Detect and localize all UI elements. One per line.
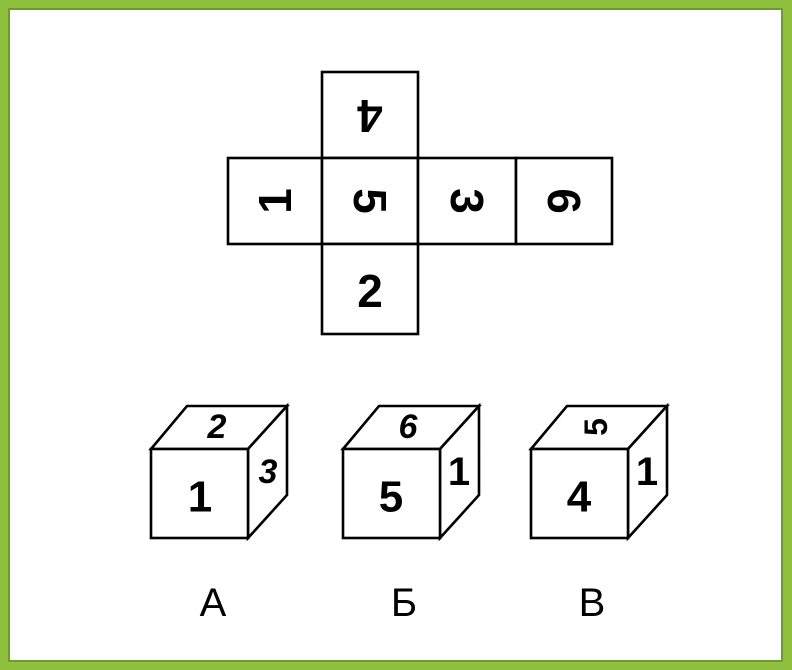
net-number-far-right: 6 (538, 188, 590, 214)
option-b-front-number: 5 (379, 473, 403, 522)
option-c-cube: 5 1 4 (531, 406, 667, 538)
option-c-label: В (579, 581, 606, 625)
option-b-label: Б (391, 581, 417, 625)
option-c-side-number: 1 (636, 450, 658, 494)
option-b-side-number: 1 (448, 450, 470, 494)
cube-puzzle-canvas: 4 1 5 3 6 2 2 3 1 А 6 1 5 Б (10, 10, 783, 662)
option-b-cube: 6 1 5 (343, 406, 479, 538)
puzzle-frame: 4 1 5 3 6 2 2 3 1 А 6 1 5 Б (8, 8, 783, 662)
net-number-bottom: 2 (357, 265, 383, 317)
net-number-right: 3 (441, 188, 493, 214)
option-a-side-number: 3 (259, 453, 278, 491)
option-b-top-number: 6 (399, 408, 419, 446)
option-c-front-number: 4 (567, 473, 592, 522)
net-number-left: 1 (249, 188, 301, 214)
option-a-top-number: 2 (207, 408, 227, 446)
net-number-top: 4 (357, 90, 383, 142)
option-a-front-number: 1 (188, 473, 212, 522)
option-a-cube: 2 3 1 (151, 406, 287, 538)
cube-net: 4 1 5 3 6 2 (228, 72, 612, 334)
option-c-top-number: 5 (578, 418, 614, 436)
net-number-center: 5 (344, 188, 396, 214)
option-a-label: А (200, 581, 227, 625)
